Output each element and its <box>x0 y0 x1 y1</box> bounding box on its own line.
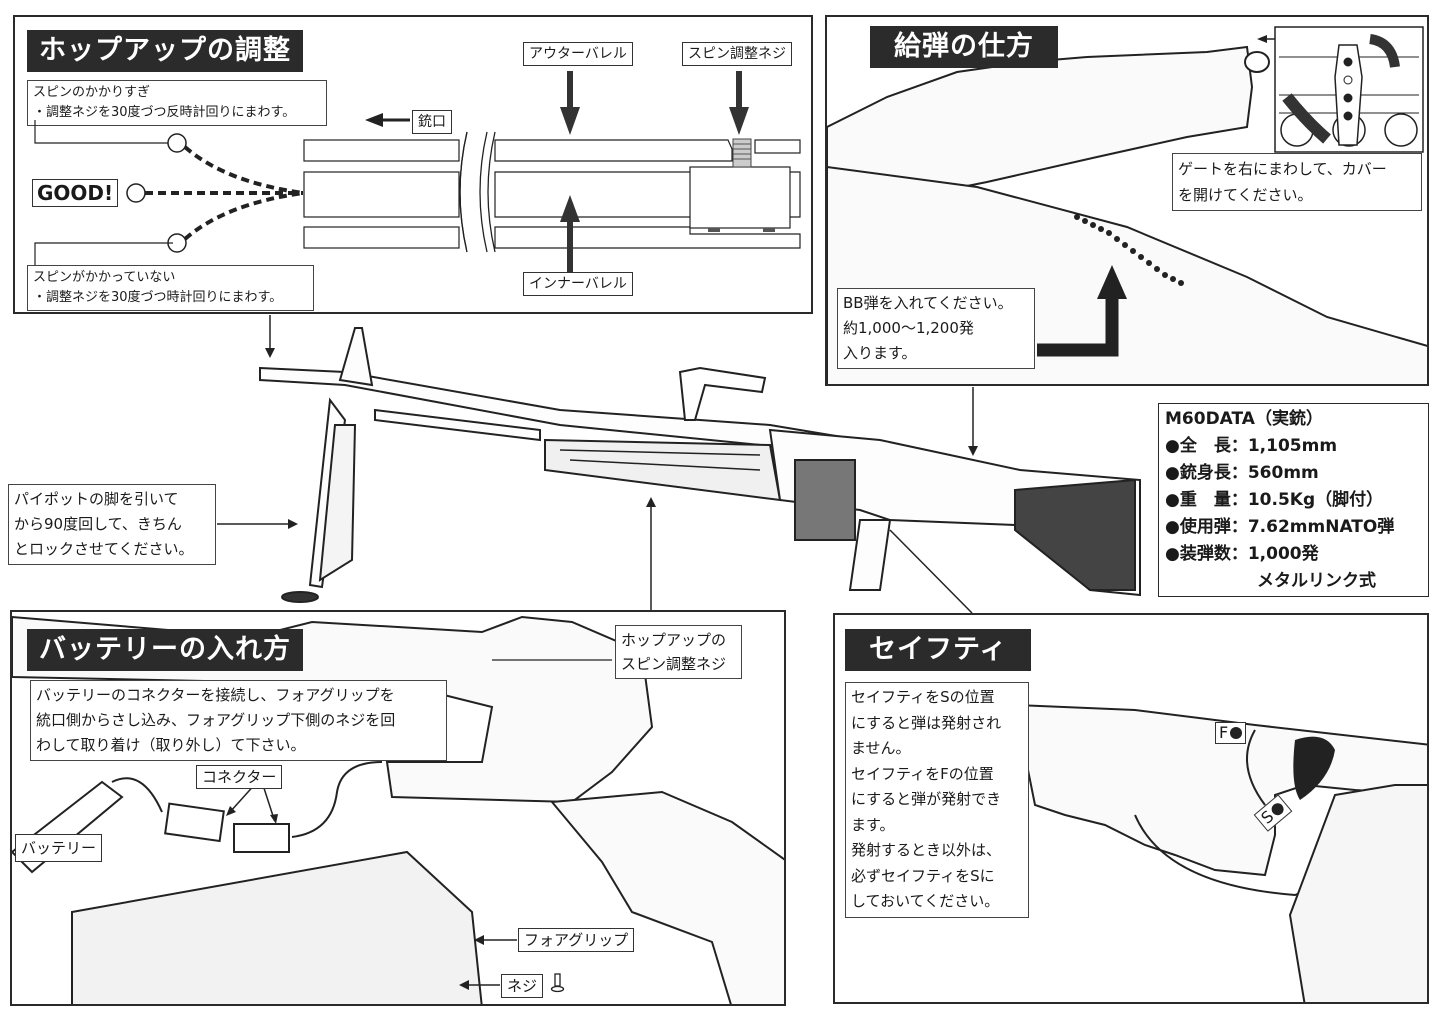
battery-note: バッテリーのコネクターを接続し、フォアグリップを 統口側からさし込み、フォアグリ… <box>30 680 447 761</box>
safety-note-line: セイフティをFの位置 <box>851 764 994 783</box>
outer-barrel-label: アウターバレル <box>523 42 633 66</box>
battery-note-line1: バッテリーのコネクターを接続し、フォアグリップを <box>36 686 395 704</box>
safety-note-line: にすると弾が発射でき <box>851 790 1002 808</box>
safety-note-line: ません。 <box>851 739 911 757</box>
battery-panel: バッテリーの入れ方 バッテリーのコネクターを接続し、フォアグリップを 統口側から… <box>10 610 786 1006</box>
safety-note-line: にすると弾は発射され <box>851 713 1002 732</box>
safety-note-line: 必ずセイフティをSに <box>851 866 995 885</box>
safety-note: セイフティをSの位置 にすると弾は発射され ません。 セイフティをFの位置 にす… <box>845 682 1029 918</box>
fire-marker: F <box>1215 722 1247 744</box>
spec-row-capacity: ●装弾数：1,000発 <box>1165 544 1319 564</box>
bb-note-line3: 入ります。 <box>843 344 917 362</box>
gate-inset <box>1274 26 1424 153</box>
feeding-panel: 給弾の仕方 ゲートを右にまわして、カバー を開けてください。 BB弾を入れてくだ… <box>825 15 1429 386</box>
hopup-screw-label-line1: ホップアップの <box>621 631 727 649</box>
fire-dot-icon <box>1230 727 1243 739</box>
safety-note-line: 発射するとき以外は、 <box>851 841 1002 859</box>
gun-body <box>259 327 1141 603</box>
inner-barrel-label: インナーバレル <box>523 272 633 296</box>
gate-note-line1: ゲートを右にまわして、カバー <box>1178 160 1387 178</box>
bb-note: BB弾を入れてください。 約1,000〜1,200発 入ります。 <box>837 288 1035 369</box>
hopup-panel: ホップアップの調整 スピンのかかりすぎ ・調整ネジを30度づつ反時計回りにまわす… <box>13 15 813 314</box>
hopup-screw-label-line2: スピン調整ネジ <box>621 655 727 673</box>
battery-note-line3: わして取り着け（取り外し）て下さい。 <box>36 736 306 754</box>
connector-label: コネクター <box>196 765 283 789</box>
spec-row-extra: メタルリンク式 <box>1257 571 1376 591</box>
good-label: GOOD! <box>32 179 119 207</box>
hopup-screw-label: ホップアップの スピン調整ネジ <box>615 625 742 679</box>
bb-note-line2: 約1,000〜1,200発 <box>843 319 974 337</box>
battery-title: バッテリーの入れ方 <box>27 629 303 671</box>
hopup-title: ホップアップの調整 <box>27 30 303 72</box>
bipod-note-line2: から90度回して、きちん <box>14 515 182 533</box>
safety-lever <box>1293 736 1335 800</box>
screw-icon <box>550 973 565 993</box>
bb-insert-arrow <box>1037 297 1119 357</box>
battery-label: バッテリー <box>15 834 103 862</box>
screw-label: ネジ <box>501 974 544 998</box>
connector-icon <box>164 802 290 853</box>
spec-box: M60DATA（実銃） ●全 長：1,105mm ●銃身長：560mm ●重 量… <box>1158 403 1429 597</box>
bipod-note: パイポットの脚を引いて から90度回して、きちん とロックさせてください。 <box>8 484 216 565</box>
safety-note-line: セイフティをSの位置 <box>851 688 995 706</box>
bipod-note-line3: とロックさせてください。 <box>14 540 194 558</box>
bb-note-line1: BB弾を入れてください。 <box>843 294 1013 312</box>
spec-row-ammo: ●使用弾：7.62mmNATO弾 <box>1165 517 1395 537</box>
spin-too-much-line1: スピンのかかりすぎ <box>33 85 151 100</box>
spin-none-note: スピンがかかっていない ・調整ネジを30度づつ時計回りにまわす。 <box>27 265 314 311</box>
feeding-title: 給弾の仕方 <box>870 26 1058 68</box>
muzzle-label: 銃口 <box>412 110 452 134</box>
spin-screw-label: スピン調整ネジ <box>682 42 792 66</box>
spec-title: M60DATA（実銃） <box>1165 409 1323 429</box>
safety-note-line: しておいてください。 <box>851 892 1000 910</box>
spin-none-line2: ・調整ネジを30度づつ時計回りにまわす。 <box>33 290 283 305</box>
foregrip-label: フォアグリップ <box>518 928 635 952</box>
safety-illustration <box>1013 703 1427 1002</box>
battery-note-line2: 統口側からさし込み、フォアグリップ下側のネジを回 <box>36 711 396 729</box>
safety-note-line: ます。 <box>851 815 895 834</box>
spec-row-barrel: ●銃身長：560mm <box>1165 463 1319 483</box>
spec-row-length: ●全 長：1,105mm <box>1165 436 1338 456</box>
trajectory-diagram <box>34 71 801 272</box>
safety-panel: セイフティ セイフティをSの位置 にすると弾は発射され ません。 セイフティをF… <box>833 613 1429 1004</box>
spin-screw-icon <box>732 138 752 168</box>
spec-row-weight: ●重 量：10.5Kg（脚付） <box>1165 490 1384 510</box>
gate-note: ゲートを右にまわして、カバー を開けてください。 <box>1172 153 1422 211</box>
bipod-note-line1: パイポットの脚を引いて <box>14 490 179 508</box>
spin-none-line1: スピンがかかっていない <box>33 270 176 285</box>
spin-too-much-line2: ・調整ネジを30度づつ反時計回りにまわす。 <box>33 105 296 120</box>
safety-title: セイフティ <box>845 629 1032 671</box>
spin-too-much-note: スピンのかかりすぎ ・調整ネジを30度づつ反時計回りにまわす。 <box>27 80 327 126</box>
gate-note-line2: を開けてください。 <box>1178 186 1313 204</box>
